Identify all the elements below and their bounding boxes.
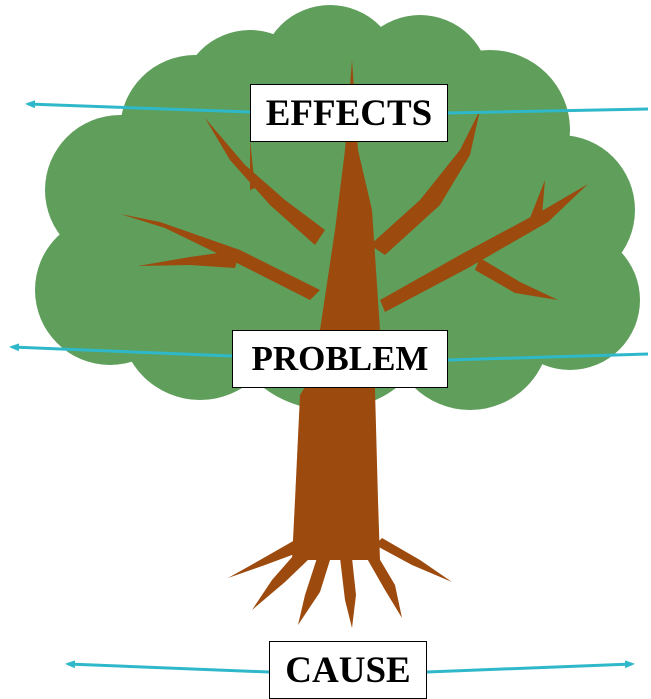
problem-left-arrow: [9, 343, 233, 358]
effects-left-arrow: [25, 100, 251, 114]
problem-right-arrow: [447, 352, 649, 362]
connector-arrows: [9, 100, 649, 674]
effects-right-arrow: [447, 107, 649, 115]
cause-right-arrow: [426, 660, 635, 674]
cause-left-arrow: [65, 660, 270, 674]
cause-label: CAUSE: [269, 641, 427, 699]
tree-trunk: [120, 60, 588, 628]
problem-label: PROBLEM: [232, 330, 448, 388]
effects-label: EFFECTS: [250, 84, 448, 142]
